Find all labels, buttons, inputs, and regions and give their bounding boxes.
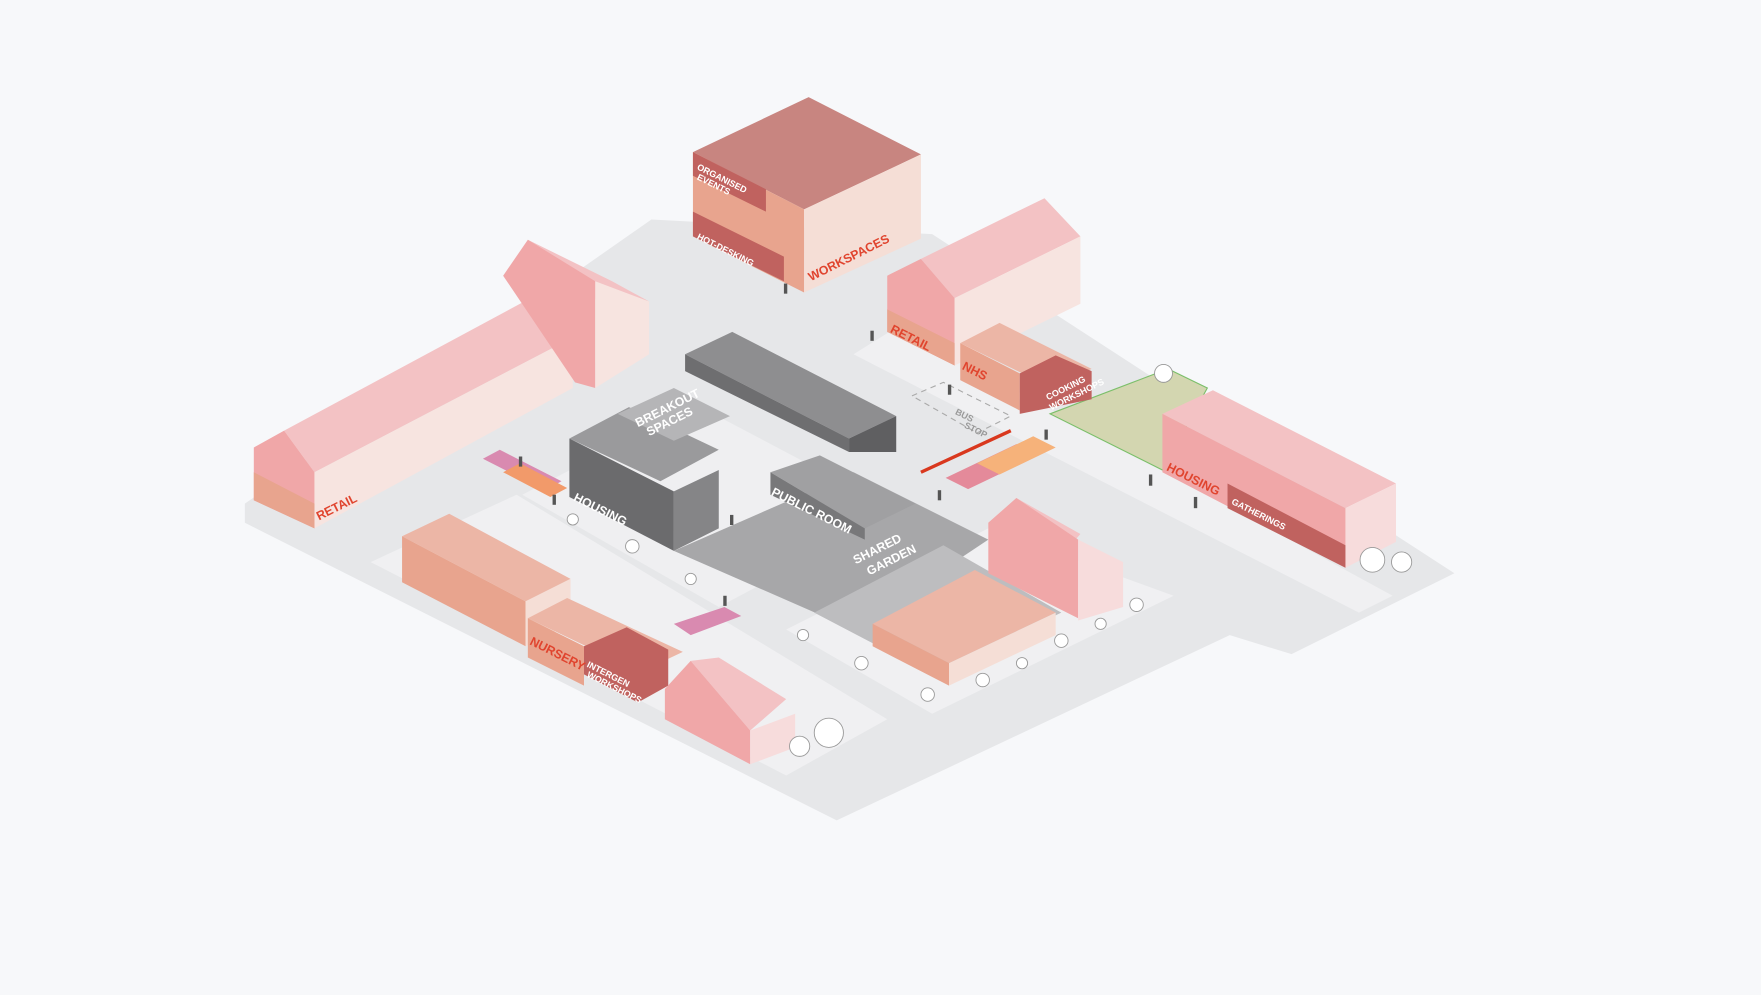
- tree-icon: [854, 655, 869, 671]
- tree-icon: [920, 687, 935, 702]
- crossing-west: [482, 449, 568, 497]
- hot-desking-panel: [692, 211, 784, 282]
- right-face: [804, 154, 921, 293]
- tree-icon: [1054, 633, 1069, 648]
- tree-icon: [975, 672, 990, 688]
- house-northwest: [503, 239, 650, 388]
- pavement-east: [853, 326, 1393, 613]
- person-icon: [870, 330, 874, 341]
- person-icon: [1044, 429, 1048, 440]
- tree-icons: [566, 363, 1413, 757]
- person-icon: [947, 384, 952, 395]
- tree-icon: [1094, 617, 1107, 630]
- tree-icon: [813, 717, 844, 748]
- nhs-building: [960, 322, 1092, 414]
- workspaces-building: [692, 97, 921, 293]
- crossing-east: [945, 436, 1056, 490]
- tree-icon: [1391, 551, 1413, 573]
- person-icon: [552, 494, 556, 505]
- person-icon: [783, 283, 788, 294]
- person-icon: [1193, 496, 1198, 509]
- retail-west-building: [253, 294, 573, 529]
- crossing-arrow: [920, 429, 1012, 474]
- nursery-building: [402, 513, 683, 703]
- tree-icon: [1015, 657, 1029, 670]
- person-icon: [730, 514, 734, 526]
- block-southeast: [872, 569, 1056, 686]
- central-building: [569, 331, 916, 551]
- people-figures: [518, 283, 1198, 606]
- tree-icon: [789, 735, 811, 757]
- bus-stop-marking: [910, 381, 1013, 434]
- tree-icon: [684, 572, 697, 585]
- tree-icon: [625, 539, 640, 554]
- tree-icon: [1359, 547, 1386, 573]
- house-east-gable: [988, 498, 1124, 621]
- housing-east-building: [1162, 390, 1396, 568]
- person-icon: [723, 595, 727, 606]
- events-panel: [692, 152, 766, 212]
- crossing-south: [673, 607, 742, 636]
- person-icon: [518, 456, 523, 467]
- tree-icon: [796, 629, 810, 642]
- person-icon: [1148, 474, 1153, 486]
- person-icon: [937, 490, 942, 501]
- tree-icon: [1154, 363, 1173, 383]
- tree-icon: [566, 513, 579, 526]
- tree-icon: [1129, 597, 1144, 612]
